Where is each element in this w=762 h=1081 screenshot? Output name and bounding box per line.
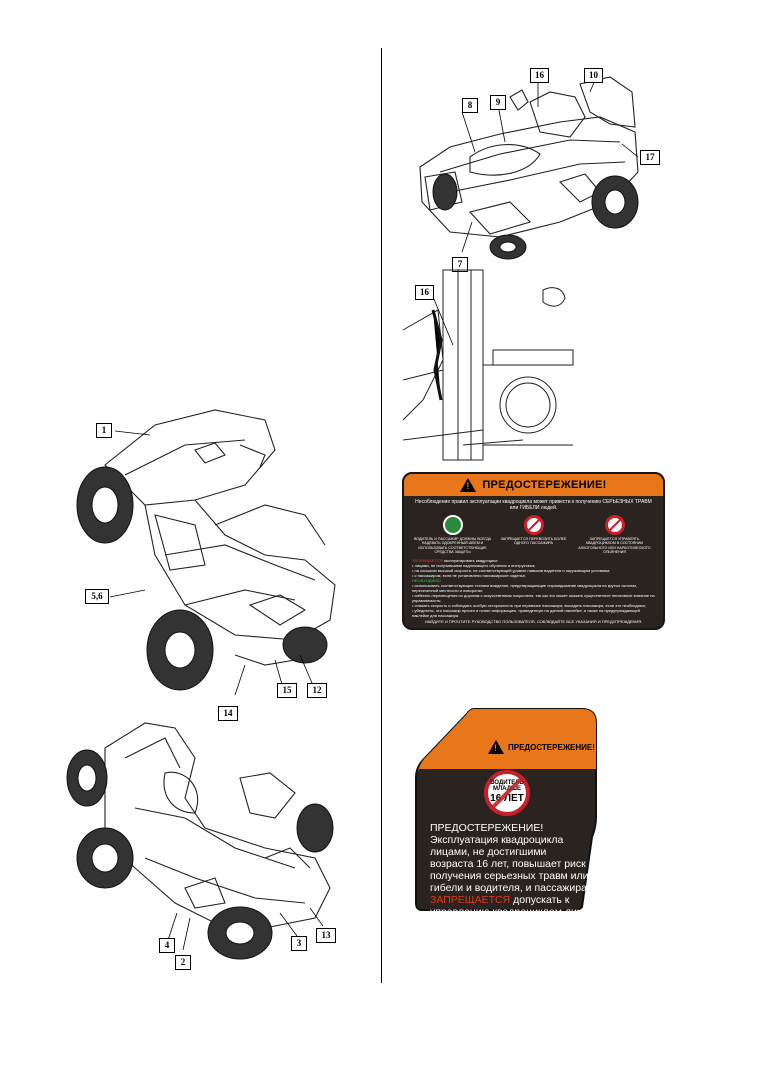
callout-16: 16 <box>530 68 549 83</box>
callout-4: 4 <box>159 938 175 953</box>
forbidden-intro: эксплуатировать квадроцикл: <box>443 557 499 563</box>
age-warning-main: ПРЕДОСТЕРЕЖЕНИЕ! Эксплуатация квадроцикл… <box>430 822 590 894</box>
warning-triangle-icon <box>460 478 477 492</box>
required-label: НЕОБХОДИМО: <box>412 577 442 583</box>
callout-12: 12 <box>307 683 327 698</box>
forbidden-item: • с пассажиром, если не установлено пасс… <box>412 572 527 578</box>
pictogram-caption: ЗАПРЕЩАЕТСЯ ПЕРЕВОЗИТЬ БОЛЕЕ ОДНОГО ПАСС… <box>500 537 567 546</box>
required-item: • убедитесь, что пассажир прочел и понял… <box>412 607 640 618</box>
callout-1: 1 <box>96 423 112 438</box>
atv-front-view-illustration <box>76 409 336 696</box>
pictogram-alcohol: ЗАПРЕЩАЕТСЯ УПРАВЛЯТЬ КВАДРОЦИКЛОМ В СОС… <box>576 515 654 555</box>
age-sticker-title: ПРЕДОСТЕРЕЖЕНИЕ! <box>508 742 595 752</box>
callout-3: 3 <box>291 936 307 951</box>
callout-5-6: 5,6 <box>85 589 109 604</box>
pictogram-helmet: ВОДИТЕЛЬ И ПАССАЖИР ДОЛЖНЫ ВСЕГДА НАДЕВА… <box>414 515 492 555</box>
detail-close-up-illustration <box>402 269 574 461</box>
callout-15: 15 <box>277 683 297 698</box>
callout-14: 14 <box>218 706 238 721</box>
no-under-16-sign-icon: ВОДИТЕЛЬ МЛАДШЕ 16 ЛЕТ <box>484 770 530 816</box>
warning-triangle-icon <box>488 740 504 754</box>
warning-sticker-intro: Несоблюдение правил эксплуатации квадроц… <box>415 499 652 511</box>
forbidden-label: ЗАПРЕЩАЕТСЯ <box>412 557 443 563</box>
callout-detail-16: 16 <box>415 285 434 300</box>
age-sticker-header: ПРЕДОСТЕРЕЖЕНИЕ! <box>488 740 595 754</box>
callout-9: 9 <box>490 95 506 110</box>
required-item: • использовать соответствующие техники в… <box>412 582 638 593</box>
helmet-icon <box>442 515 463 535</box>
warning-pictograms: ВОДИТЕЛЬ И ПАССАЖИР ДОЛЖНЫ ВСЕГДА НАДЕВА… <box>404 513 663 555</box>
required-item: • снижать скорость и соблюдать особую ос… <box>412 602 646 608</box>
pictogram-passenger: ЗАПРЕЩАЕТСЯ ПЕРЕВОЗИТЬ БОЛЕЕ ОДНОГО ПАСС… <box>495 515 573 555</box>
age-forbidden-text: допускать к управлению квадроциклом лиц,… <box>430 894 586 930</box>
age-forbidden-label: ЗАПРЕЩАЕТСЯ <box>430 894 511 906</box>
sign-text-age: 16 ЛЕТ <box>490 793 524 804</box>
warning-sticker-header: ПРЕДОСТЕРЕЖЕНИЕ! <box>404 474 663 496</box>
forbidden-item: • на слишком высокой скорости, не соотве… <box>412 567 611 573</box>
age-sticker-text: ПРЕДОСТЕРЕЖЕНИЕ! Эксплуатация квадроцикл… <box>430 822 590 930</box>
no-extra-passenger-icon <box>523 515 544 535</box>
forbidden-item: • лицами, не получившими надлежащего обу… <box>412 562 536 568</box>
warning-sticker-footer: НАЙДИТЕ И ПРОЧТИТЕ РУКОВОДСТВО ПОЛЬЗОВАТ… <box>424 618 643 624</box>
callout-2: 2 <box>175 955 191 970</box>
callout-8: 8 <box>462 98 478 113</box>
callout-13: 13 <box>316 928 336 943</box>
warning-sticker-general: ПРЕДОСТЕРЕЖЕНИЕ! Несоблюдение правил экс… <box>402 472 665 630</box>
callout-10: 10 <box>584 68 603 83</box>
pictogram-caption: ВОДИТЕЛЬ И ПАССАЖИР ДОЛЖНЫ ВСЕГДА НАДЕВА… <box>413 537 492 555</box>
pictogram-caption: ЗАПРЕЩАЕТСЯ УПРАВЛЯТЬ КВАДРОЦИКЛОМ В СОС… <box>578 537 651 555</box>
warning-sticker-body: ЗАПРЕЩАЕТСЯ эксплуатировать квадроцикл: … <box>404 555 663 624</box>
no-alcohol-icon <box>604 515 625 535</box>
callout-17: 17 <box>640 150 660 165</box>
atv-rear-view-illustration <box>419 76 639 260</box>
warning-sticker-title: ПРЕДОСТЕРЕЖЕНИЕ! <box>482 479 607 491</box>
column-divider <box>381 48 382 983</box>
callout-7: 7 <box>452 257 468 272</box>
atv-side-view-illustration <box>66 722 334 960</box>
required-item: • избегать перемещения по дорогам с иску… <box>412 592 655 603</box>
